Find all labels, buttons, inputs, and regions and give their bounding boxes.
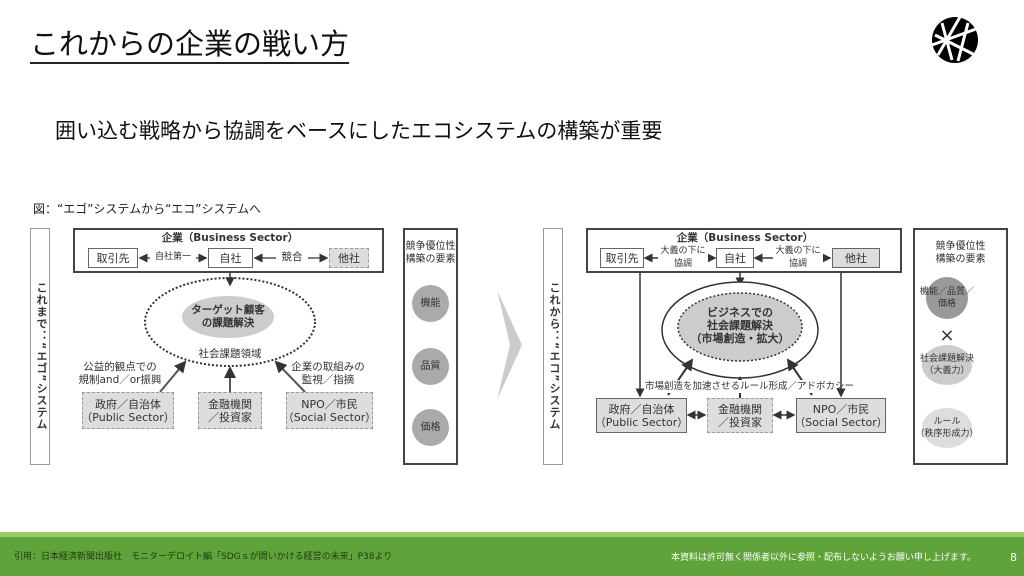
rel-left-label: 大義の下に 協調 [658,245,708,271]
business-sector-box [73,228,384,273]
core-label: ビジネスでの 社会課題解決 （市場創造・拡大） [690,306,790,345]
element-circle: 価格 [412,409,449,446]
business-sector-label: 企業（Business Sector） [676,232,814,244]
confidential-notice: 本資料は許可無く関係者以外に参照・配布しないようお願い申し上げます。 [671,553,976,563]
figure-caption: 図：“エゴ”システムから“エコ”システムへ [33,202,262,216]
target-label: ターゲット顧客 の課題解決 [191,304,265,329]
side-label-frame [543,228,563,465]
npo-box: NPO／市民 （Social Sector） [794,398,888,433]
slide-title: これからの企業の戦い方 [30,26,350,64]
chevron-arrow [497,290,522,400]
business-sector-label: 企業（Business Sector） [161,232,299,244]
side-label: これから：“エコ”システム [548,282,561,431]
rel-right-label: 大義の下に 協調 [773,245,823,271]
rel-right-label: 競合 [276,251,308,264]
side-label-frame [30,228,50,465]
page-number: 8 [1010,551,1017,564]
rule-note: 市場創造を加速させるルール形成／アドボカシー [645,380,855,393]
citation: 引用：日本経済新聞出版社 モニターデロイト編「SDGｓが問いかける経営の未来」P… [14,552,393,562]
competitor-box: 他社 [832,248,880,268]
element-circle: 品質 [412,348,449,385]
npo-box: NPO／市民 （Social Sector） [283,392,376,429]
element-circle: 機能 [412,285,449,322]
circle-lines-logo [931,16,978,63]
rel-left-label: 自社第一 [150,251,196,264]
competitor-box: 他社 [329,248,369,268]
public-sector-box: 政府／自治体 （Public Sector） [81,392,175,429]
finance-box: 金融機関 ／投資家 [707,398,773,433]
public-sector-box: 政府／自治体 （Public Sector） [595,398,688,433]
element-circle: 機能／品質／ 価格 [920,277,974,319]
self-box: 自社 [208,248,253,268]
slide-subtitle: 囲い込む戦略から協調をベースにしたエコシステムの構築が重要 [55,119,663,143]
business-sector-box [586,228,902,273]
elements-title: 競争優位性 構築の要素 [935,241,986,265]
elements-frame [403,228,458,465]
partner-box: 取引先 [600,248,644,268]
social-note: 企業の取組みの 監視／指摘 [291,361,365,386]
footer-bar [0,532,1024,576]
element-circle: 社会課題解決 （大義力） [920,345,974,385]
social-domain-label: 社会課題領域 [198,348,262,360]
public-note: 公益的観点での 規制and／or振興 [78,361,162,386]
element-circle: ルール （秩序形成力） [916,408,979,448]
elements-frame [913,228,1008,465]
elements-title: 競争優位性 構築の要素 [405,241,456,265]
partner-box: 取引先 [88,248,138,268]
finance-box: 金融機関 ／投資家 [198,392,262,429]
times-symbol: × [939,325,955,346]
side-label: これまで：“エゴ”システム [35,282,48,431]
self-box: 自社 [716,248,754,268]
